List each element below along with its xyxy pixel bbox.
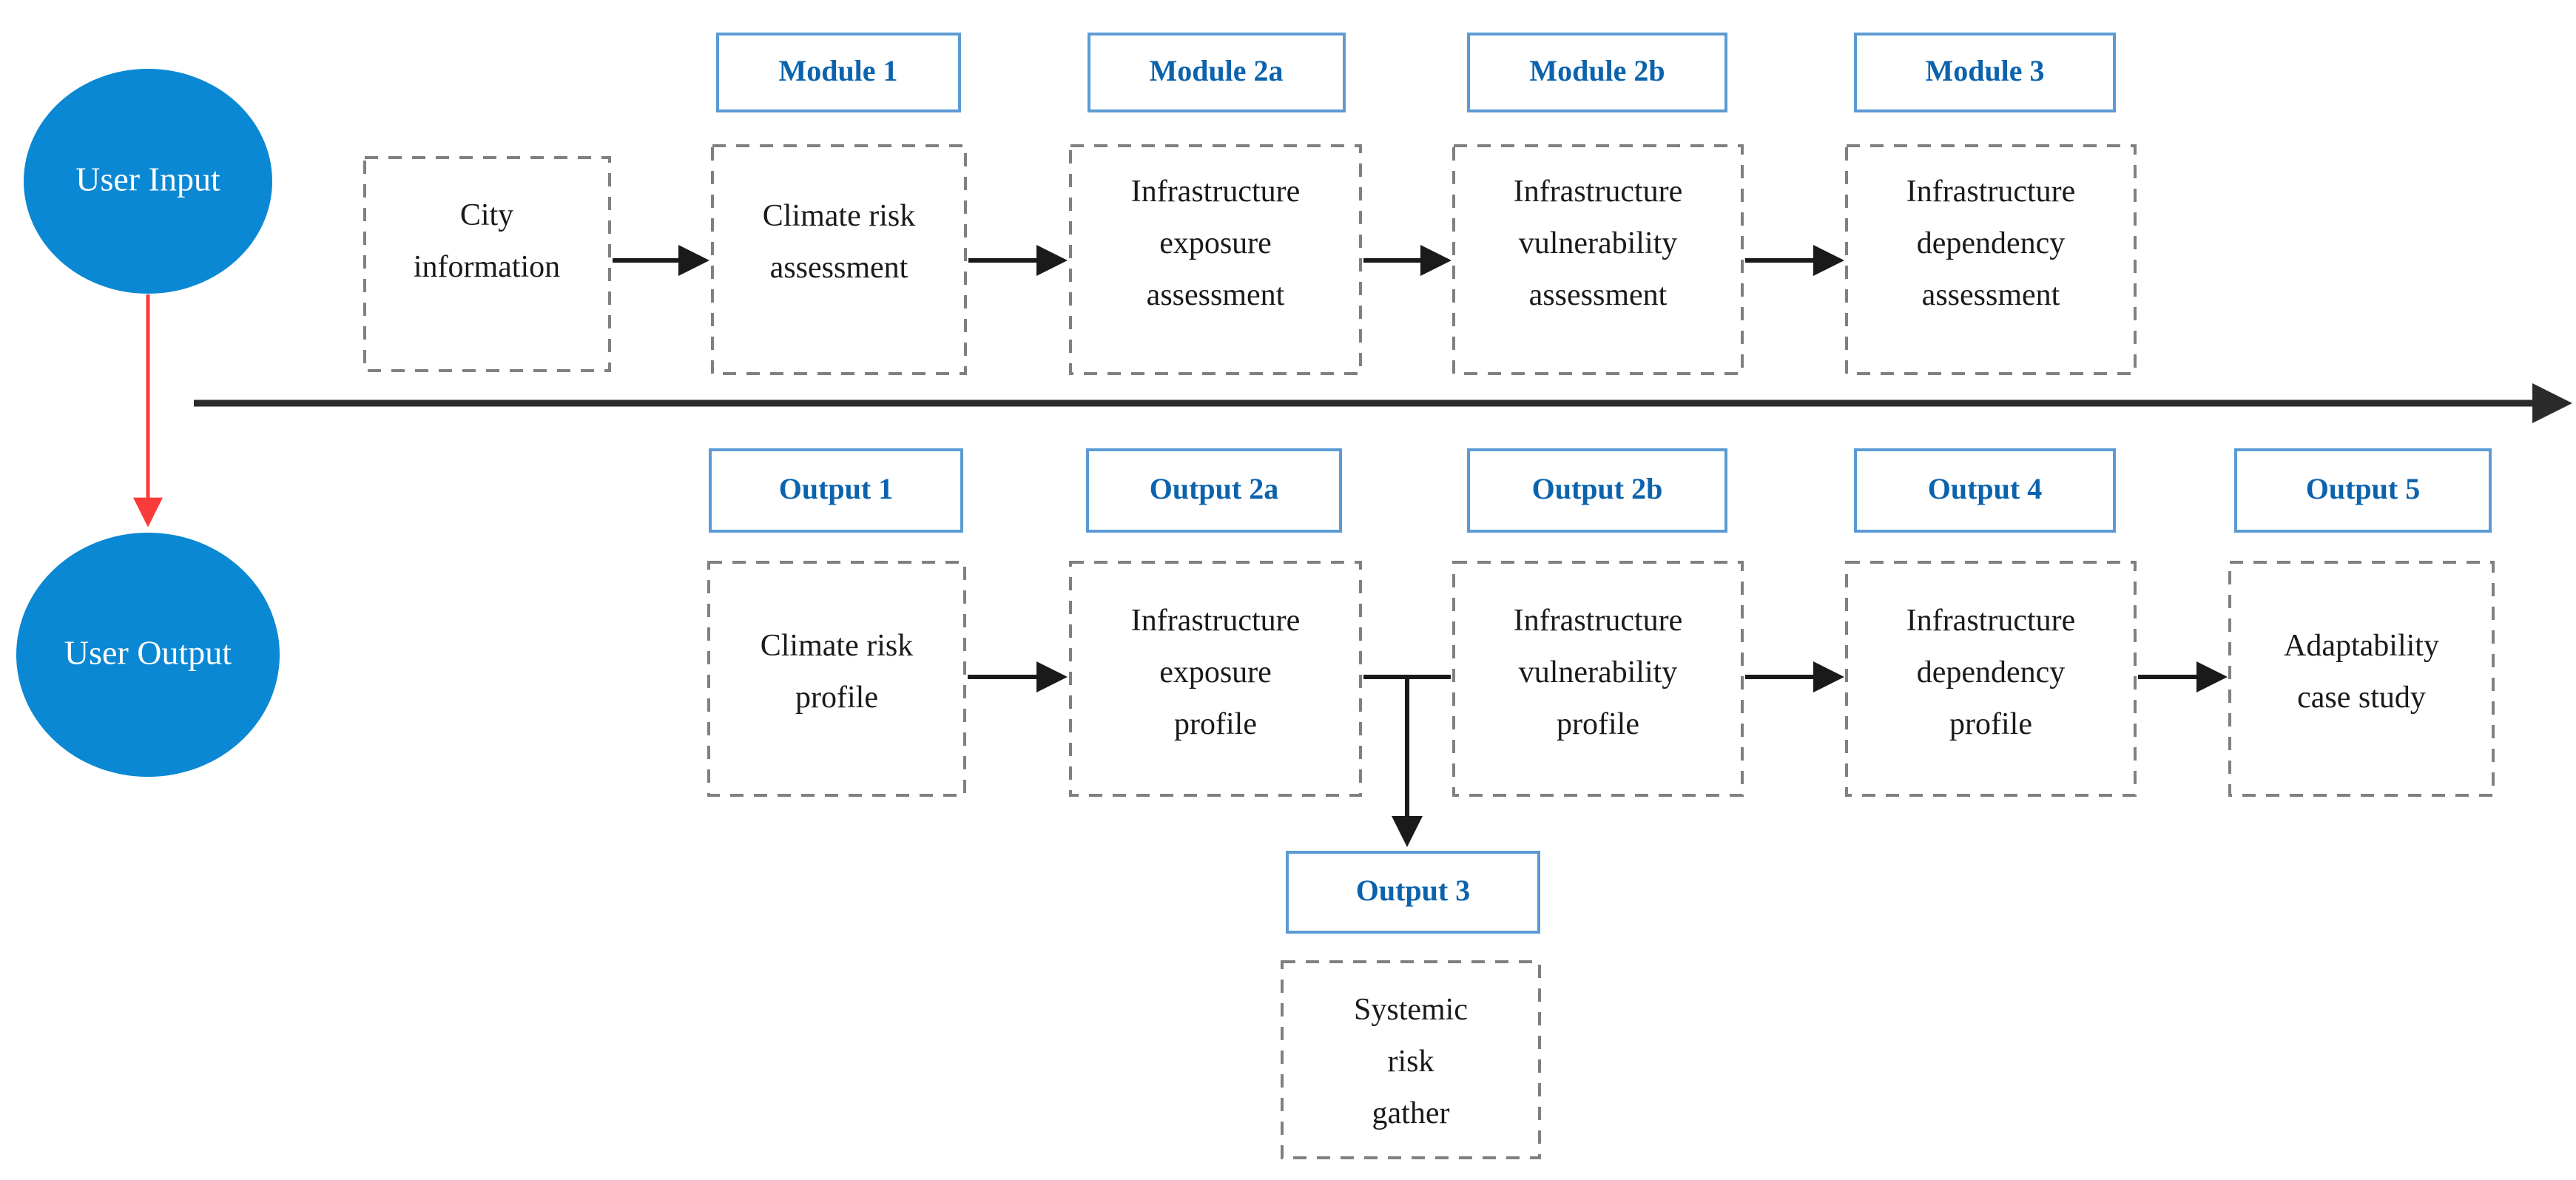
output-tag-2a[interactable]: Output 2a	[1086, 448, 1342, 533]
user-input-node[interactable]: User Input	[24, 69, 272, 294]
module-stage-city-information[interactable]: City information	[363, 156, 611, 372]
user-input-label: User Input	[75, 161, 220, 198]
module-stage-5-box	[1845, 144, 2137, 375]
user-output-label: User Output	[64, 634, 232, 672]
module-tag-3[interactable]: Module 3	[1854, 33, 2116, 112]
module-stage-1-box	[363, 156, 611, 372]
output-stage-infrastructure-dependency-profile[interactable]: Infrastructure dependency profile	[1845, 561, 2137, 797]
module-tag-2b-box	[1467, 33, 1727, 112]
output-stage-2-box	[1069, 561, 1362, 797]
output-stage-6-line-2: risk	[1388, 1045, 1434, 1079]
output-stage-1-box	[707, 561, 966, 797]
user-output-node[interactable]: User Output	[16, 533, 280, 777]
module-stage-infrastructure-dependency-assessment[interactable]: Infrastructure dependency assessment	[1845, 144, 2137, 375]
module-stage-2-box	[711, 144, 967, 375]
output-stage-6-line-1: Systemic	[1354, 993, 1468, 1027]
output-stage-1-line-1: Climate risk	[761, 629, 913, 663]
output-tag-2b-box	[1467, 448, 1727, 533]
module-tag-2a-box	[1088, 33, 1346, 112]
module-tag-2b-label: Module 2b	[1529, 54, 1665, 87]
output-tag-5-label: Output 5	[2306, 472, 2421, 505]
module-stage-4-box	[1452, 144, 1744, 375]
module-stage-infrastructure-vulnerability-assessment[interactable]: Infrastructure vulnerability assessment	[1452, 144, 1744, 375]
output-stage-5-line-2: case study	[2297, 681, 2426, 715]
module-tag-1[interactable]: Module 1	[716, 33, 961, 112]
module-tag-3-box	[1854, 33, 2116, 112]
output-tag-4-label: Output 4	[1928, 472, 2043, 505]
output-stage-4-box	[1845, 561, 2137, 797]
output-stage-2-line-1: Infrastructure	[1131, 604, 1301, 638]
module-tag-2a-label: Module 2a	[1149, 54, 1283, 87]
module-stage-3-box	[1069, 144, 1362, 375]
module-stage-4-line-2: vulnerability	[1519, 226, 1678, 260]
output-tag-3[interactable]: Output 3	[1286, 851, 1540, 934]
output-tag-2b-label: Output 2b	[1532, 472, 1663, 505]
module-stage-5-line-2: dependency	[1917, 226, 2066, 260]
module-stage-4-line-3: assessment	[1529, 278, 1668, 312]
output-stage-2-line-3: profile	[1174, 707, 1257, 741]
module-tag-1-label: Module 1	[778, 54, 897, 87]
output-tag-4-box	[1854, 448, 2116, 533]
module-stage-3-line-1: Infrastructure	[1131, 175, 1301, 209]
user-output-ellipse	[16, 533, 280, 777]
module-stage-5-line-3: assessment	[1922, 278, 2060, 312]
module-stage-4-line-1: Infrastructure	[1514, 175, 1683, 209]
user-input-ellipse	[24, 69, 272, 294]
output-stage-infrastructure-exposure-profile[interactable]: Infrastructure exposure profile	[1069, 561, 1362, 797]
module-stage-1-line-2: information	[414, 250, 560, 284]
module-tag-2b[interactable]: Module 2b	[1467, 33, 1727, 112]
output-tag-2a-box	[1086, 448, 1342, 533]
module-tag-2a[interactable]: Module 2a	[1088, 33, 1346, 112]
module-stage-climate-risk-assessment[interactable]: Climate risk assessment	[711, 144, 967, 375]
output-tag-2b[interactable]: Output 2b	[1467, 448, 1727, 533]
output-tag-3-label: Output 3	[1356, 874, 1471, 907]
output-tag-1-box	[709, 448, 963, 533]
module-stage-5-line-1: Infrastructure	[1906, 175, 2076, 209]
module-stage-3-line-2: exposure	[1159, 226, 1272, 260]
output-stage-2-line-2: exposure	[1159, 655, 1272, 690]
module-stage-3-line-3: assessment	[1147, 278, 1285, 312]
module-tag-3-label: Module 3	[1925, 54, 2044, 87]
module-stage-1-line-1: City	[460, 198, 513, 232]
output-tag-5[interactable]: Output 5	[2234, 448, 2492, 533]
output-tag-4[interactable]: Output 4	[1854, 448, 2116, 533]
output-stage-3-box	[1452, 561, 1744, 797]
output-stage-3-line-3: profile	[1557, 707, 1639, 741]
output-stage-1-line-2: profile	[795, 681, 878, 715]
output-stage-6-line-3: gather	[1372, 1096, 1450, 1130]
output-stage-4-line-3: profile	[1949, 707, 2032, 741]
output-stage-4-line-2: dependency	[1917, 655, 2066, 690]
output-stage-3-line-2: vulnerability	[1519, 655, 1678, 690]
output-tag-1-label: Output 1	[779, 472, 894, 505]
output-stage-4-line-1: Infrastructure	[1906, 604, 2076, 638]
output-stage-infrastructure-vulnerability-profile[interactable]: Infrastructure vulnerability profile	[1452, 561, 1744, 797]
output-tag-2a-label: Output 2a	[1150, 472, 1279, 505]
module-stage-2-line-2: assessment	[770, 251, 908, 285]
output-tag-5-box	[2234, 448, 2492, 533]
module-stage-2-line-1: Climate risk	[763, 199, 915, 233]
output-stage-5-line-1: Adaptability	[2284, 629, 2439, 663]
output-tag-1[interactable]: Output 1	[709, 448, 963, 533]
output-stage-5-box	[2228, 561, 2495, 797]
module-tag-1-box	[716, 33, 961, 112]
output-stage-climate-risk-profile[interactable]: Climate risk profile	[707, 561, 966, 797]
output-tag-3-box	[1286, 851, 1540, 934]
module-stage-infrastructure-exposure-assessment[interactable]: Infrastructure exposure assessment	[1069, 144, 1362, 375]
output-stage-systemic-risk-gather[interactable]: Systemic risk gather	[1281, 960, 1541, 1159]
output-stage-6-box	[1281, 960, 1541, 1159]
output-stage-adaptability-case-study[interactable]: Adaptability case study	[2228, 561, 2495, 797]
output-stage-3-line-1: Infrastructure	[1514, 604, 1683, 638]
